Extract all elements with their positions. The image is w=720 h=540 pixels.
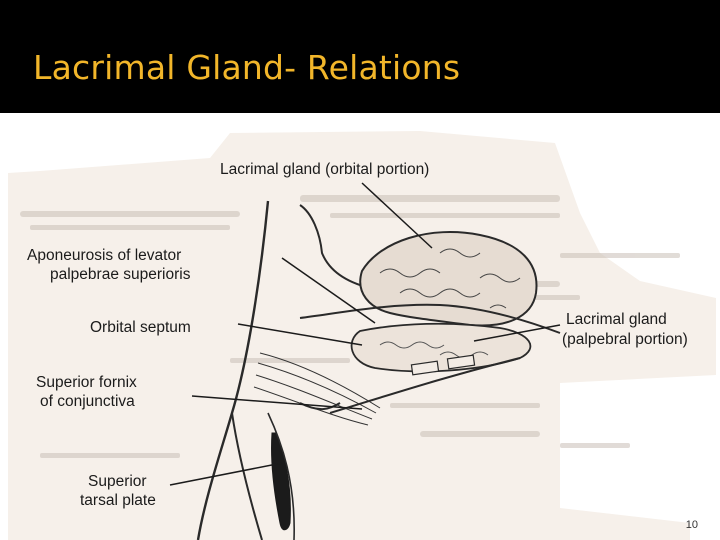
label-fornix-line1: Superior fornix (36, 374, 137, 391)
tarsal-plate-outline (267, 412, 295, 540)
label-orbital-septum: Orbital septum (90, 319, 191, 336)
label-tarsal-line2: tarsal plate (80, 492, 156, 509)
lacrimal-gland-orbital-lobe (359, 231, 538, 327)
leader-orbital-septum (237, 323, 363, 346)
leader-tarsal-plate (169, 462, 283, 486)
slide-number: 10 (685, 519, 698, 531)
lacrimal-gland-diagram: Lacrimal gland (orbital portion) Aponeur… (8, 131, 716, 540)
levator-aponeurosis (299, 303, 561, 334)
orbital-septum-fibers (253, 352, 381, 426)
label-aponeurosis-line2: palpebrae superioris (50, 266, 191, 283)
orbital-periosteum (299, 204, 371, 289)
title-bar: Lacrimal Gland- Relations (0, 0, 720, 113)
label-aponeurosis-line1: Aponeurosis of levator (27, 247, 181, 264)
label-palpebral-line1: Lacrimal gland (566, 311, 667, 328)
anatomy-figure: Lacrimal gland (orbital portion) Aponeur… (0, 113, 720, 540)
label-tarsal-line1: Superior (88, 473, 147, 490)
conjunctival-cells (410, 354, 476, 376)
label-palpebral-line2: (palpebral portion) (562, 331, 688, 348)
leader-superior-fornix (191, 395, 363, 410)
slide-title: Lacrimal Gland- Relations (33, 48, 461, 87)
leader-orbital-portion (361, 182, 433, 249)
orbital-roof (196, 200, 270, 540)
gland-lobules (379, 248, 521, 309)
label-orbital-portion: Lacrimal gland (orbital portion) (220, 161, 429, 178)
leader-aponeurosis (281, 257, 376, 324)
label-fornix-line2: of conjunctiva (40, 393, 135, 410)
leader-lines (169, 182, 561, 486)
leader-palpebral-portion (473, 324, 561, 342)
tarsal-plate (270, 432, 291, 531)
